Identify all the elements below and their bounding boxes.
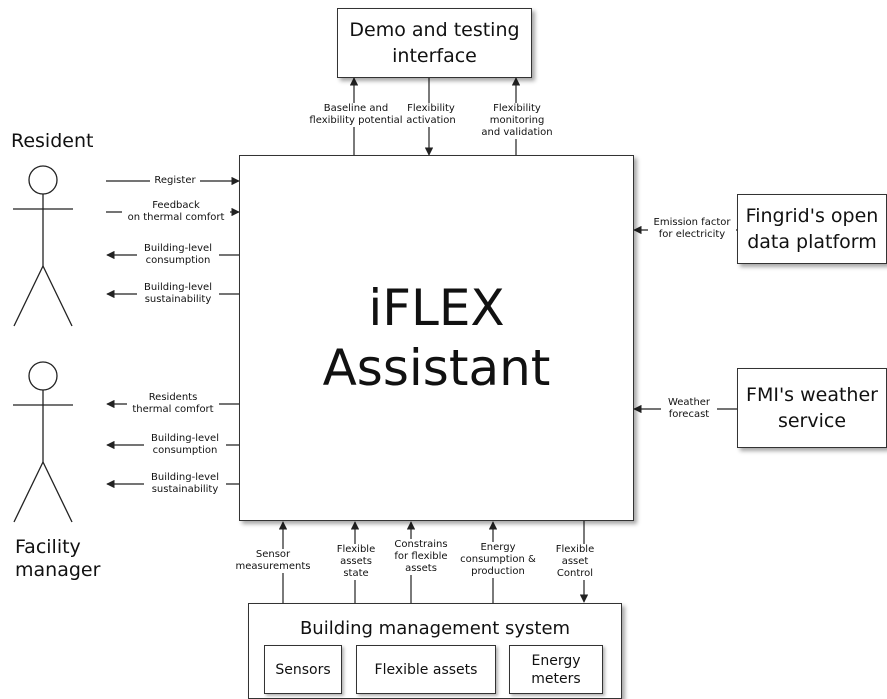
label-constraints: Constrains for flexible assets: [385, 539, 457, 575]
label-emission-factor: Emission factor for electricity: [648, 217, 736, 241]
label-weather-forecast: Weather forecast: [661, 397, 717, 421]
label-flexibility-activation: Flexibility activation: [404, 103, 458, 127]
flexible-assets-label: Flexible assets: [374, 661, 478, 678]
fingrid-title: Fingrid's open data platform: [745, 205, 879, 253]
iflex-assistant-box: iFLEX Assistant: [239, 155, 634, 521]
resident-figure: [13, 165, 73, 327]
sensors-label: Sensors: [275, 661, 331, 678]
label-energy-production: Energy consumption & production: [456, 542, 540, 578]
demo-testing-interface-title: Demo and testing interface: [349, 19, 520, 67]
assistant-title: Assistant: [322, 339, 551, 397]
energy-meters-box: Energy meters: [509, 645, 603, 694]
label-flexible-asset-control: Flexible asset Control: [550, 544, 600, 580]
demo-testing-interface-box: Demo and testing interface: [337, 8, 532, 78]
fmi-title: FMI's weather service: [746, 384, 878, 432]
facility-manager-label: Facility manager: [15, 536, 101, 581]
flexible-assets-box: Flexible assets: [356, 645, 496, 694]
sensors-box: Sensors: [264, 645, 342, 694]
label-sensor-measurements: Sensor measurements: [233, 549, 313, 573]
fingrid-box: Fingrid's open data platform: [737, 194, 887, 264]
label-manager-consumption: Building-level consumption: [144, 433, 226, 457]
label-manager-sustainability: Building-level sustainability: [144, 472, 226, 496]
energy-meters-label: Energy meters: [531, 652, 581, 687]
label-baseline-flexibility: Baseline and flexibility potential: [300, 103, 412, 127]
iflex-title: iFLEX: [368, 279, 505, 337]
label-register: Register: [150, 175, 200, 187]
label-resident-sustainability: Building-level sustainability: [137, 282, 219, 306]
label-resident-consumption: Building-level consumption: [137, 243, 219, 267]
label-flexible-assets-state: Flexible assets state: [333, 544, 379, 580]
label-feedback: Feedback on thermal comfort: [122, 200, 230, 224]
facility-manager-figure: [13, 361, 73, 523]
resident-label: Resident: [11, 130, 94, 152]
label-residents-thermal: Residents thermal comfort: [127, 392, 219, 416]
bms-title: Building management system: [299, 618, 571, 639]
building-management-system-box: Building management system Sensors Flexi…: [248, 603, 622, 699]
fmi-box: FMI's weather service: [737, 368, 887, 448]
label-flexibility-monitoring: Flexibility monitoring and validation: [474, 103, 560, 139]
